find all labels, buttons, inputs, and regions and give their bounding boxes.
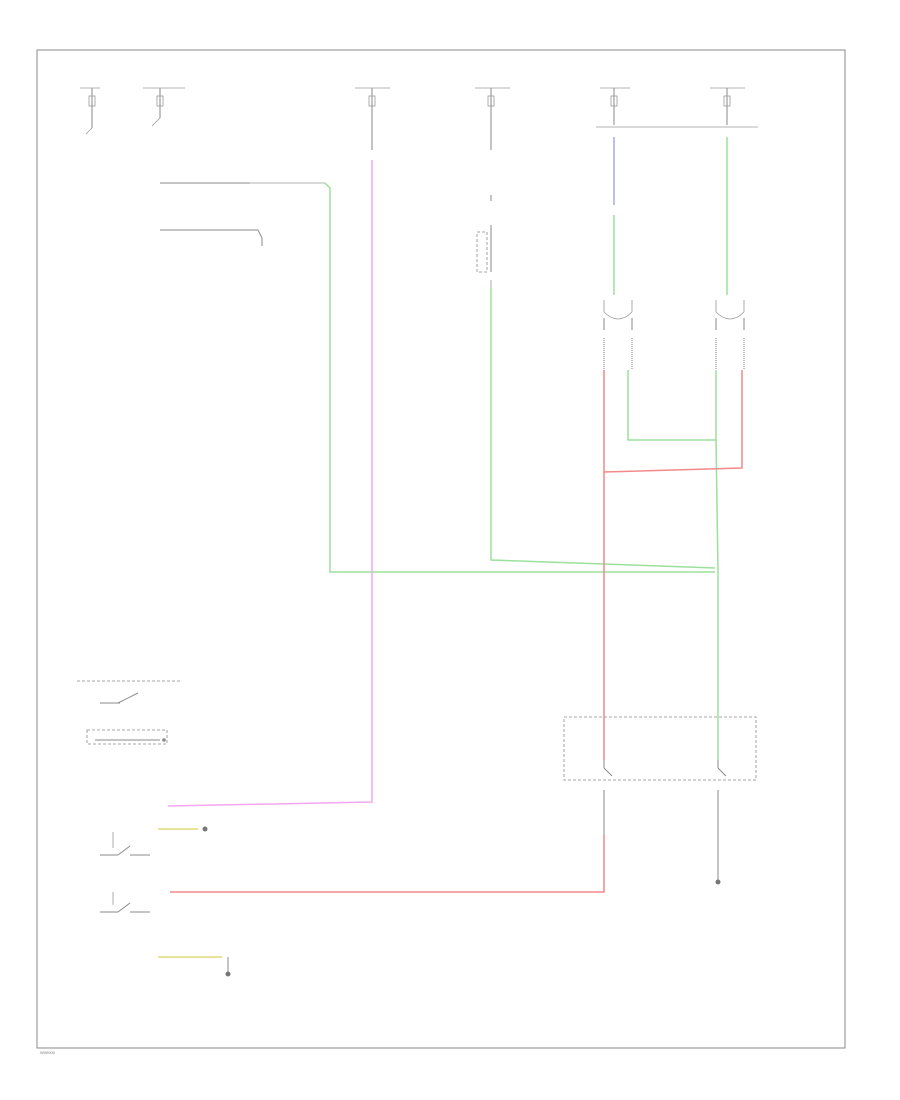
wire-pink [167,160,373,807]
headlamp-left [603,300,633,370]
wire-red-lamp-bridge [603,370,743,473]
wire-green-lamp-bridge [627,370,717,441]
diagram-frame [36,49,846,1049]
wire-green-left-bus [324,182,715,573]
ground-lower-left [225,957,231,977]
wire-green-down [715,439,719,760]
ground-lower-right [715,879,721,885]
headlamp-right [715,300,745,370]
switch-module-box [563,716,757,781]
center-relay [476,195,492,287]
fuse-feed-3 [355,87,390,150]
switch-module-contact-left [603,760,613,835]
left-connector-2 [160,229,263,246]
switch-group-top [77,680,180,745]
fuse-feed-5 [600,87,630,125]
fuse-feed-6 [710,87,745,125]
switch-module-contact-right [717,760,727,880]
footer-code: W00000 [40,1050,56,1055]
switch-lower-2 [100,892,150,913]
fuse-feed-1 [80,87,100,135]
wire-green-center [490,287,716,569]
connector-dot-1 [202,826,208,832]
wire-red-bottom [170,835,605,893]
switch-lower-1 [100,832,150,856]
fuse-feed-2 [143,87,185,127]
fuse-feed-4 [475,87,510,150]
